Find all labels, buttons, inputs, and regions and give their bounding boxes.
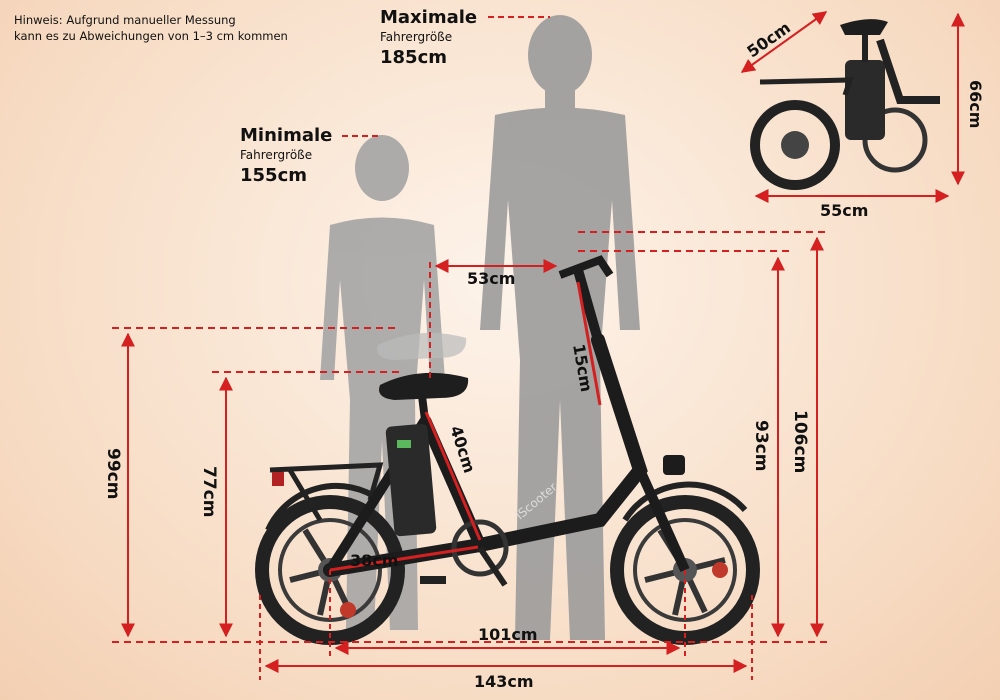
min-rider-title: Minimale [240, 125, 332, 146]
dim-folded-height: 66cm [966, 80, 985, 128]
dim-chainstay: 38cm [350, 551, 398, 570]
note-line-2: kann es zu Abweichungen von 1–3 cm komme… [14, 29, 288, 43]
max-rider-subtitle: Fahrergröße [380, 30, 452, 44]
dim-handlebar-low: 93cm [751, 420, 771, 471]
min-rider-subtitle: Fahrergröße [240, 148, 312, 162]
max-rider-title: Maximale [380, 7, 477, 28]
dim-min-seat-height: 77cm [199, 466, 219, 517]
dim-handlebar-high: 106cm [790, 410, 810, 473]
dim-total-length: 143cm [474, 672, 534, 691]
labels: Hinweis: Aufgrund manueller Messung kann… [14, 7, 985, 691]
dim-folded-length: 55cm [820, 201, 868, 220]
dim-max-seat-height: 99cm [103, 448, 123, 499]
note-line-1: Hinweis: Aufgrund manueller Messung [14, 13, 236, 27]
dimension-lines [112, 11, 965, 680]
adult-silhouette [480, 15, 640, 640]
dim-seat-to-bar: 53cm [467, 269, 515, 288]
max-rider-value: 185cm [380, 47, 447, 68]
min-rider-value: 155cm [240, 165, 307, 186]
dim-wheelbase: 101cm [478, 625, 538, 644]
folded-bike [750, 19, 940, 190]
